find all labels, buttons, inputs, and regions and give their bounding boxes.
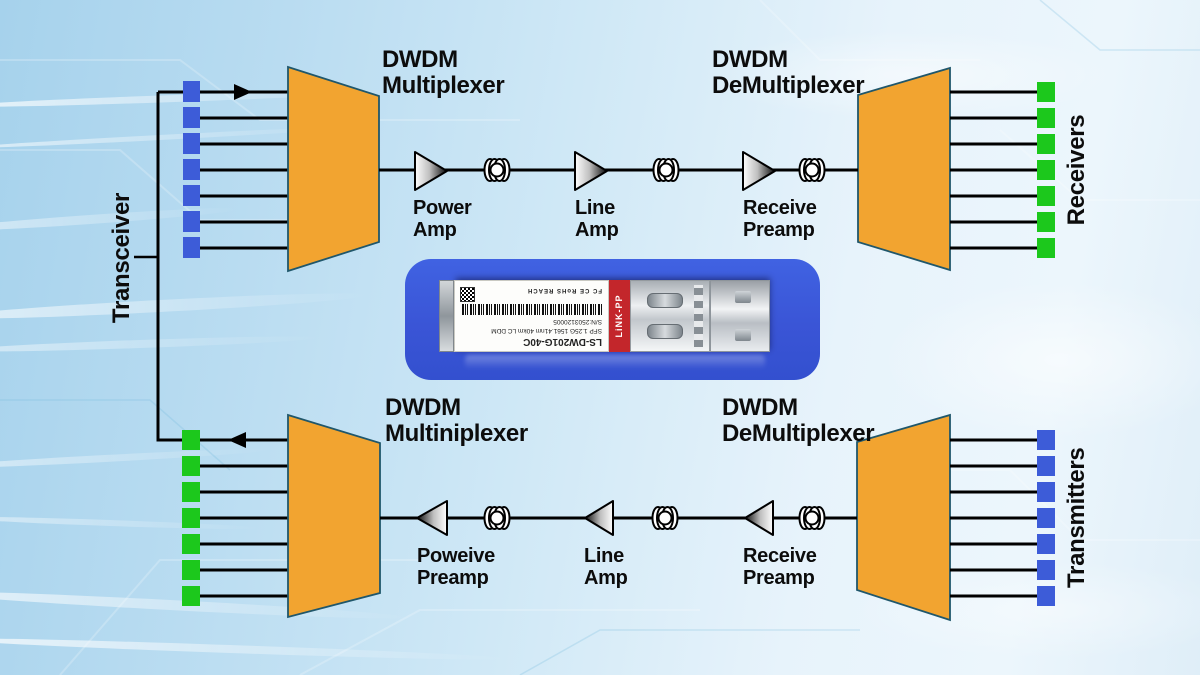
port-square — [1037, 430, 1055, 450]
fiber-coil-icon — [483, 506, 511, 530]
port-square — [183, 81, 200, 102]
sfp-brand-text: LiNK-PP — [614, 294, 625, 338]
port-square — [183, 185, 200, 206]
sfp-slot — [647, 324, 683, 339]
arrow-left-icon — [228, 432, 246, 448]
transmitters-label: Transmitters — [1063, 447, 1090, 588]
fiber-coil-icon — [651, 506, 679, 530]
receive-preamp-bottom-icon — [744, 500, 774, 536]
port-square — [182, 534, 200, 554]
line-amp-icon — [574, 151, 608, 191]
port-square — [182, 456, 200, 476]
port-square — [1037, 212, 1055, 232]
port-square — [1037, 456, 1055, 476]
port-square — [182, 430, 200, 450]
port-square — [183, 237, 200, 258]
demux-output-lines-bottom — [950, 438, 1040, 598]
transceiver-label: Transceiver — [108, 192, 135, 324]
sfp-vent-holes — [694, 285, 703, 347]
fiber-coil-icon — [798, 158, 826, 182]
mux-input-lines — [158, 90, 288, 250]
port-square — [1037, 160, 1055, 180]
line-amp-bottom-icon — [584, 500, 614, 536]
port-square — [1037, 108, 1055, 128]
dwdm-multiplexer-bottom-shape — [287, 413, 381, 619]
poweive-preamp-icon — [416, 500, 448, 536]
sfp-reflection — [465, 355, 765, 369]
port-square — [182, 508, 200, 528]
port-square — [1037, 586, 1055, 606]
port-square — [183, 107, 200, 128]
port-square — [1037, 82, 1055, 102]
fiber-coil-icon — [483, 158, 511, 182]
sfp-serial-number: S/N:2503120005 — [553, 318, 602, 325]
transceiver-ports — [183, 81, 200, 258]
sfp-barcode — [460, 304, 602, 315]
port-square — [1037, 134, 1055, 154]
port-square — [1037, 560, 1055, 580]
fiber-coil-icon — [652, 158, 680, 182]
port-square — [183, 159, 200, 180]
port-square — [183, 211, 200, 232]
port-square — [182, 560, 200, 580]
dwdm-demultiplexer-top-shape — [857, 66, 951, 272]
arrow-right-icon — [234, 84, 252, 100]
sfp-housing — [630, 280, 710, 352]
transmitter-ports — [1037, 430, 1055, 606]
sfp-cert-marks: FC CE RoHS REACH — [526, 287, 602, 293]
sfp-label: LS-DW201G-40C SFP 1.25G 1561.41nm 40km L… — [454, 280, 609, 352]
port-square — [183, 133, 200, 154]
sfp-transceiver-image: LiNK-PP LS-DW201G-40C SFP 1.25G 1561.41n… — [439, 280, 770, 352]
sfp-end-cap — [439, 280, 454, 352]
fiber-coil-icon — [798, 506, 826, 530]
sfp-lc-connector — [710, 280, 770, 352]
port-square — [182, 482, 200, 502]
receive-preamp-icon — [742, 151, 776, 191]
bottom-mux-ports — [182, 430, 200, 606]
sfp-qr-code — [460, 287, 475, 302]
sfp-slot — [647, 293, 683, 308]
port-square — [1037, 534, 1055, 554]
sfp-latch — [735, 291, 751, 303]
sfp-brand-band: LiNK-PP — [609, 280, 630, 352]
mux-input-lines-bottom — [200, 464, 288, 598]
sfp-module-panel: LiNK-PP LS-DW201G-40C SFP 1.25G 1561.41n… — [405, 259, 820, 380]
port-square — [1037, 508, 1055, 528]
sfp-model-number: LS-DW201G-40C — [523, 336, 602, 347]
power-amp-icon — [414, 151, 448, 191]
port-square — [182, 586, 200, 606]
receiver-ports — [1037, 82, 1055, 258]
demux-output-lines-top — [950, 90, 1040, 250]
port-square — [1037, 482, 1055, 502]
dwdm-multiplexer-shape — [287, 65, 380, 273]
sfp-spec-line: SFP 1.25G 1561.41nm 40km LC DDM — [491, 327, 602, 334]
receivers-label: Receivers — [1063, 114, 1090, 226]
port-square — [1037, 186, 1055, 206]
sfp-latch — [735, 329, 751, 341]
port-square — [1037, 238, 1055, 258]
